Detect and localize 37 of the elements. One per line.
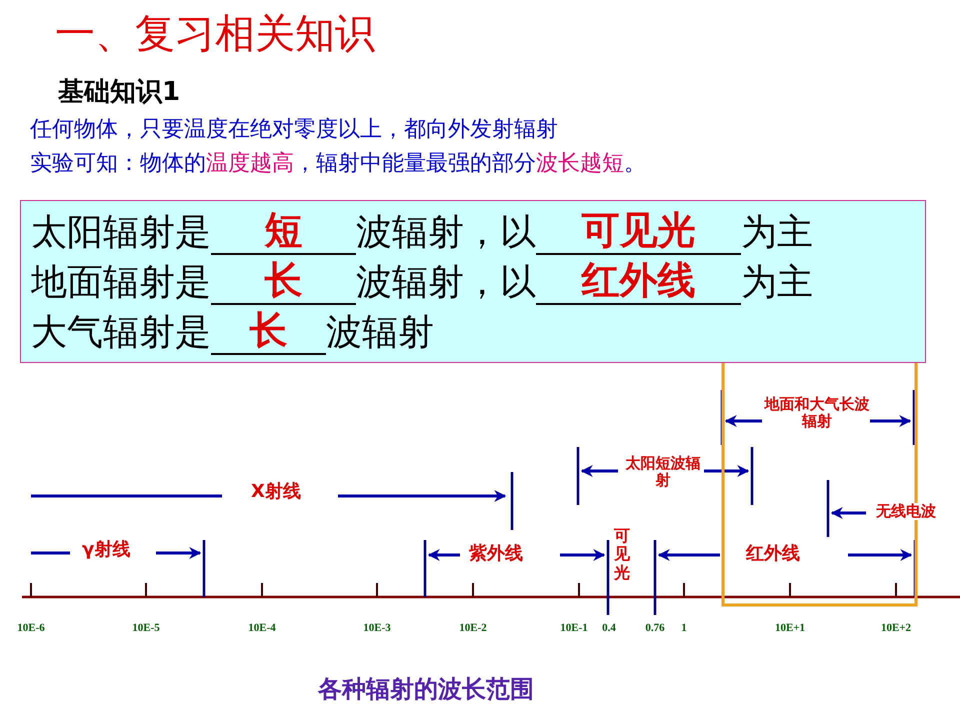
tick-label: 10E-6: [17, 622, 45, 634]
tick-label: 0.4: [602, 622, 616, 634]
range-label: 太阳短波辐射: [625, 455, 701, 490]
tick-label: 10E+1: [774, 622, 806, 634]
body-text: 。: [624, 152, 646, 176]
highlight-text: 温度越高: [206, 152, 294, 176]
tick-label: 10E+2: [880, 622, 912, 634]
body-text: 任何物体，只要温度在绝对零度以上，都向外发射辐射: [30, 118, 558, 142]
answer-blank: 红外线: [536, 259, 741, 305]
tick-label: 10E-2: [459, 622, 487, 634]
tick-label: 10E-1: [560, 622, 588, 634]
tick-label: 0.76: [645, 622, 665, 634]
chart-caption: 各种辐射的波长范围: [318, 676, 534, 702]
tick-label: 10E-4: [248, 622, 276, 634]
sentence-text: 波辐射，以: [356, 211, 536, 254]
section-heading: 基础知识1: [58, 78, 180, 107]
sentence-text: 波辐射: [326, 311, 434, 354]
sentence-text: 地面辐射是: [31, 261, 211, 304]
sentence-text: 为主: [741, 261, 813, 304]
answer-blank: 长: [211, 259, 356, 305]
answer-blank: 长: [211, 309, 326, 355]
range-label: 地面和大气长波辐射: [764, 396, 870, 430]
tick-label: 10E-3: [363, 622, 391, 634]
highlight-text: 波长越短: [536, 152, 624, 176]
sentence-text: 太阳辐射是: [31, 211, 211, 254]
slide-title: 一、复习相关知识: [55, 12, 375, 56]
range-label: 可见光: [613, 527, 631, 582]
sentence-text: 大气辐射是: [31, 311, 211, 354]
body-text: ，辐射中能量最强的部分: [294, 152, 536, 176]
fill-in-panel: [20, 200, 926, 363]
answer-blank: 可见光: [536, 209, 741, 255]
body-text: 实验可知：物体的: [30, 152, 206, 176]
answer-blank: 短: [211, 209, 356, 255]
sentence-text: 波辐射，以: [356, 261, 536, 304]
sentence-text: 为主: [741, 211, 813, 254]
tick-label: 1: [681, 622, 687, 634]
tick-label: 10E-5: [132, 622, 160, 634]
